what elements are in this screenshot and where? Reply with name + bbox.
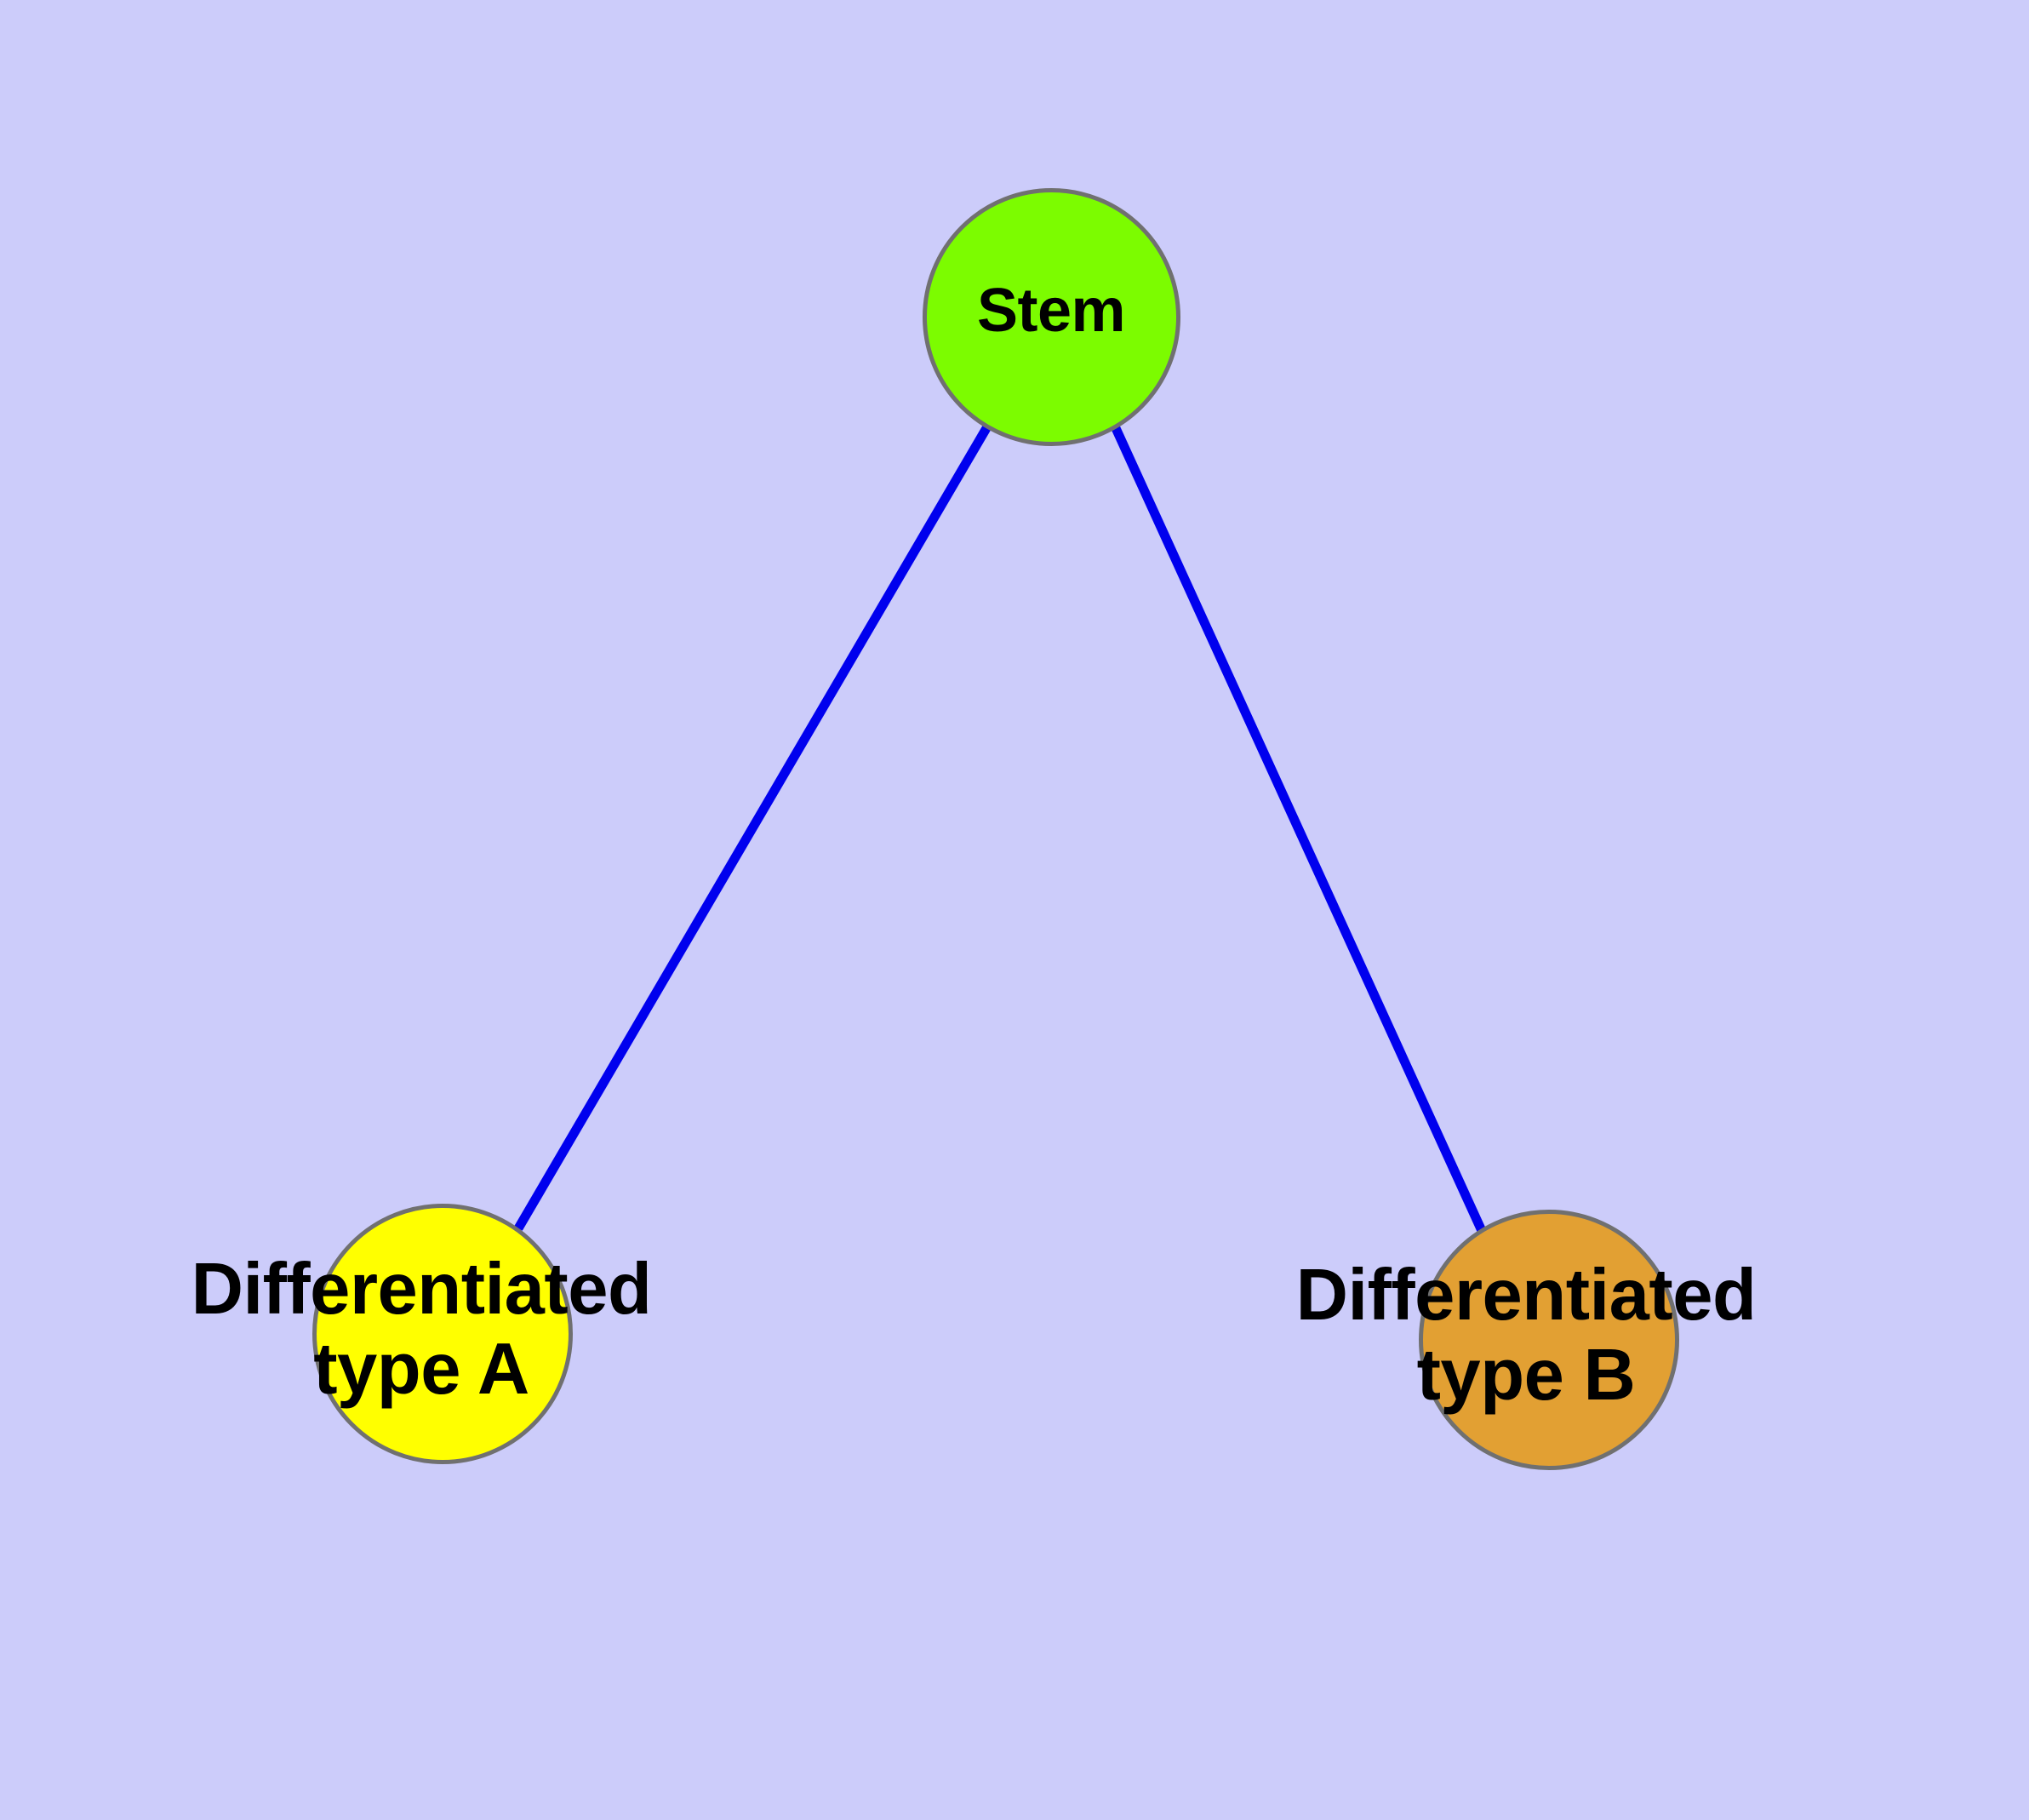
edge-stem-to-diff-b[interactable] (1111, 426, 1488, 1235)
node-differentiated-type-b[interactable] (1419, 1210, 1679, 1470)
node-differentiated-type-a[interactable] (312, 1204, 573, 1464)
node-stem[interactable] (923, 188, 1180, 446)
edge-stem-to-diff-a[interactable] (514, 426, 991, 1231)
